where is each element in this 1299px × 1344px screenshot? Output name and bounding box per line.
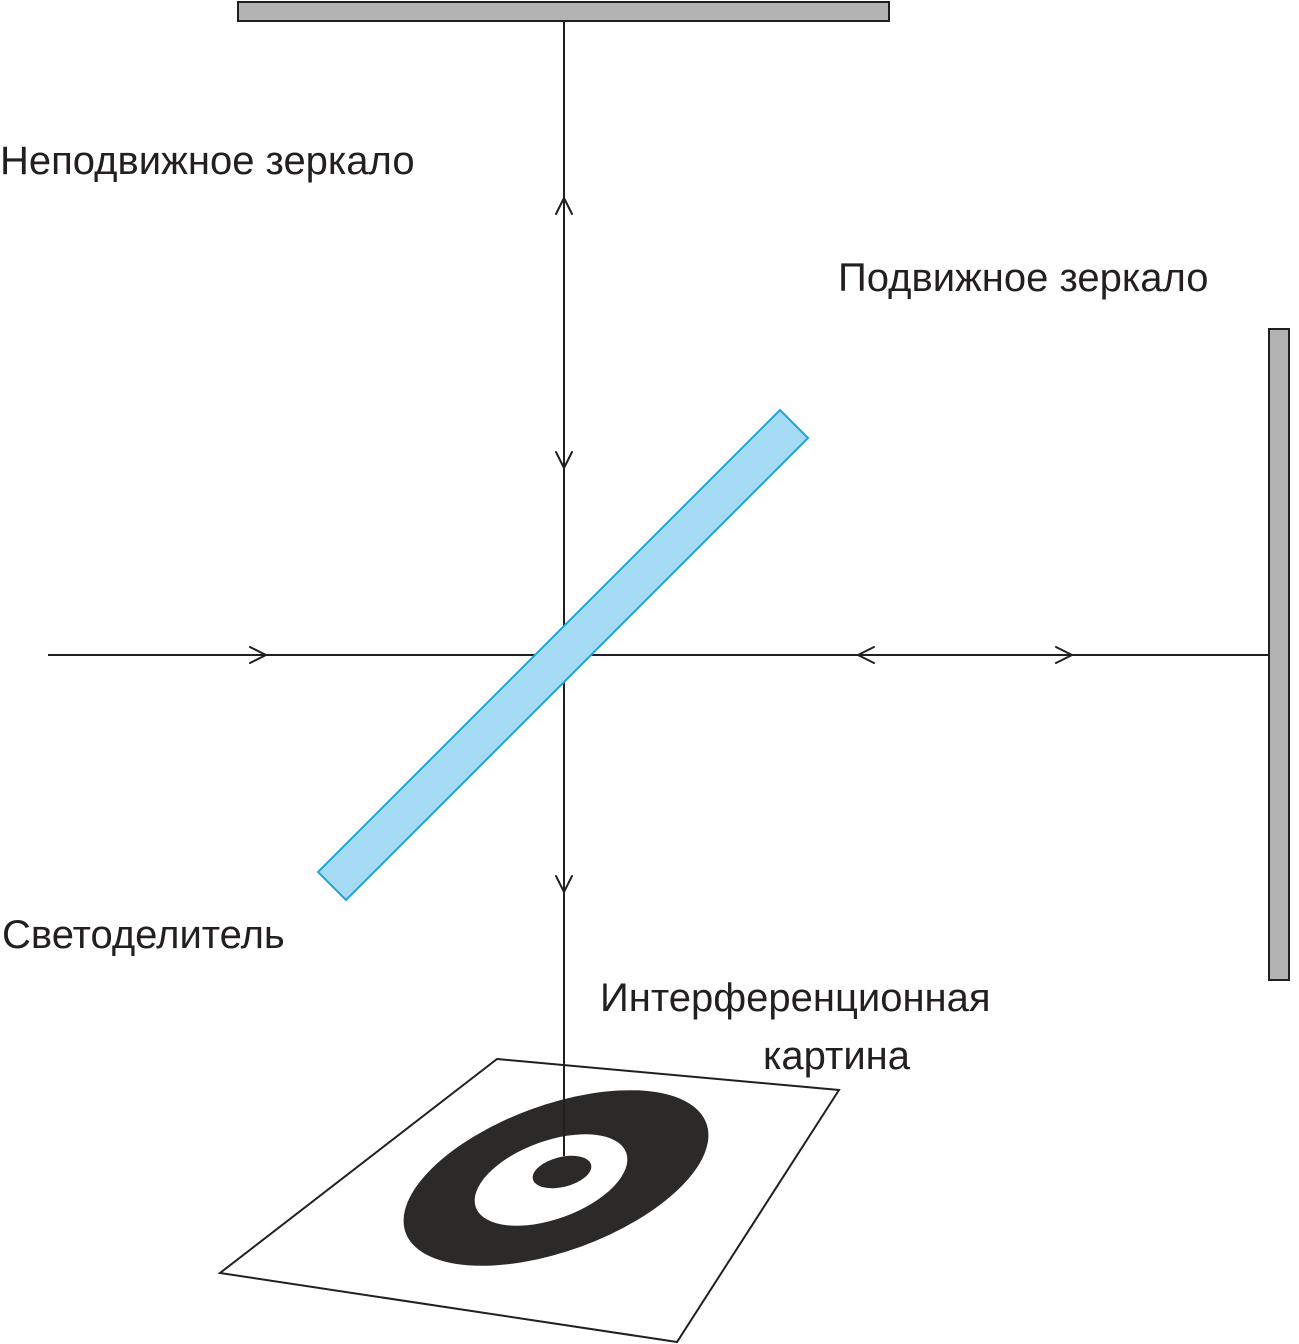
- pattern-label-line1: Интерференционная: [600, 976, 991, 1020]
- interference-fringes: [403, 1090, 709, 1266]
- central-spot: [532, 1155, 592, 1189]
- arrow-left-icon: [857, 646, 875, 664]
- beam-splitter: [316, 408, 810, 902]
- movable-mirror-label: Подвижное зеркало: [838, 256, 1209, 300]
- arrow-up-icon: [555, 197, 573, 215]
- pattern-label-line2: картина: [763, 1034, 911, 1078]
- arrow-right-icon: [1055, 646, 1073, 664]
- movable-mirror: [1268, 328, 1290, 981]
- fixed-mirror: [237, 1, 890, 22]
- fixed-mirror-label: Неподвижное зеркало: [0, 139, 415, 183]
- arrow-down-output-icon: [555, 875, 573, 893]
- beam-splitter-label: Светоделитель: [2, 913, 285, 957]
- arrow-right-input-icon: [249, 646, 267, 664]
- arrow-down-icon: [555, 451, 573, 469]
